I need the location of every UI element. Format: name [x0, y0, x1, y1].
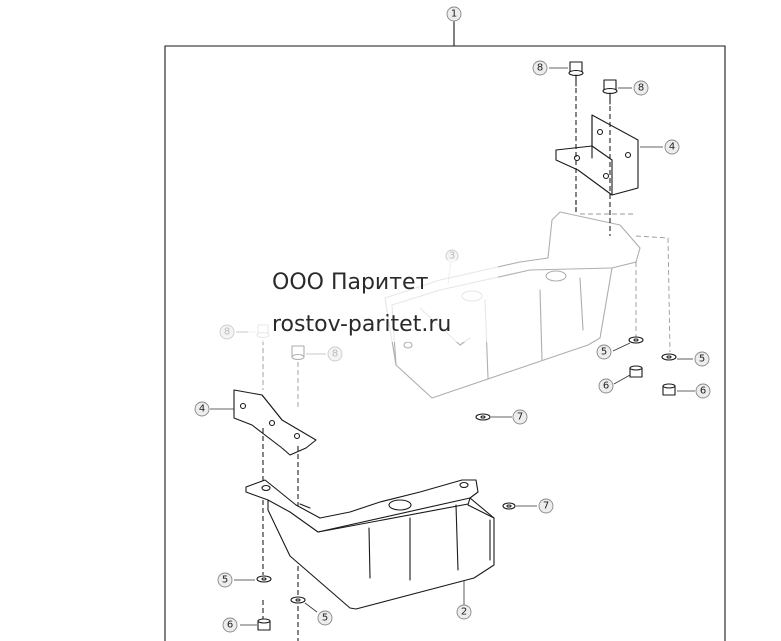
svg-text:1: 1 — [451, 9, 457, 20]
svg-text:4: 4 — [199, 404, 205, 415]
callout-5-b: 5 — [694, 351, 710, 367]
callout-1: 1 — [446, 6, 462, 22]
svg-text:4: 4 — [669, 142, 675, 153]
svg-text:7: 7 — [543, 501, 549, 512]
upper-washer-a — [628, 336, 644, 344]
callout-2: 2 — [456, 604, 472, 620]
lower-nut-a — [257, 618, 271, 631]
callout-8-a: 8 — [532, 60, 548, 76]
svg-text:7: 7 — [517, 412, 523, 423]
left-bolt-b — [291, 345, 305, 361]
washer-7-upper — [475, 413, 491, 421]
callout-6-c: 6 — [222, 617, 238, 633]
lower-washer-a — [256, 575, 272, 583]
svg-text:2: 2 — [461, 607, 467, 618]
upper-bracket-part-4 — [555, 114, 639, 196]
assembly-frame — [164, 21, 726, 641]
watermark-website: rostov-paritet.ru — [272, 312, 452, 337]
svg-text:6: 6 — [227, 620, 233, 631]
upper-bolt-b — [602, 79, 618, 105]
callout-6-b: 6 — [695, 383, 711, 399]
svg-text:5: 5 — [222, 575, 228, 586]
callout-7-b: 7 — [538, 498, 554, 514]
callout-7-a: 7 — [512, 409, 528, 425]
front-guard-part-2 — [245, 479, 495, 610]
upper-bolt-a — [568, 61, 584, 87]
svg-text:5: 5 — [322, 613, 328, 624]
callout-8-c: 8 — [219, 324, 235, 340]
upper-nut-a — [629, 365, 643, 378]
callout-6-a: 6 — [598, 378, 614, 394]
callout-4-b: 4 — [194, 401, 210, 417]
callout-5-c: 5 — [217, 572, 233, 588]
callout-5-d: 5 — [317, 610, 333, 626]
svg-text:8: 8 — [638, 83, 644, 94]
watermark-company-name: ООО Паритет — [272, 270, 429, 295]
svg-text:8: 8 — [537, 63, 543, 74]
washer-7-lower — [502, 502, 516, 510]
lower-washer-b — [290, 596, 306, 604]
callout-8-d: 8 — [327, 346, 343, 362]
callout-4-a: 4 — [664, 139, 680, 155]
upper-nut-b — [662, 383, 676, 396]
upper-washer-b — [661, 353, 677, 361]
callout-3: 3 — [445, 249, 459, 263]
svg-text:3: 3 — [449, 251, 455, 262]
svg-text:5: 5 — [601, 347, 607, 358]
callout-8-b: 8 — [633, 80, 649, 96]
svg-text:6: 6 — [603, 381, 609, 392]
svg-text:8: 8 — [332, 349, 338, 360]
callout-5-a: 5 — [596, 344, 612, 360]
lower-bracket-part-4 — [233, 389, 317, 456]
watermark-background — [248, 260, 498, 342]
svg-text:6: 6 — [700, 386, 706, 397]
svg-text:5: 5 — [699, 354, 705, 365]
svg-text:8: 8 — [224, 327, 230, 338]
